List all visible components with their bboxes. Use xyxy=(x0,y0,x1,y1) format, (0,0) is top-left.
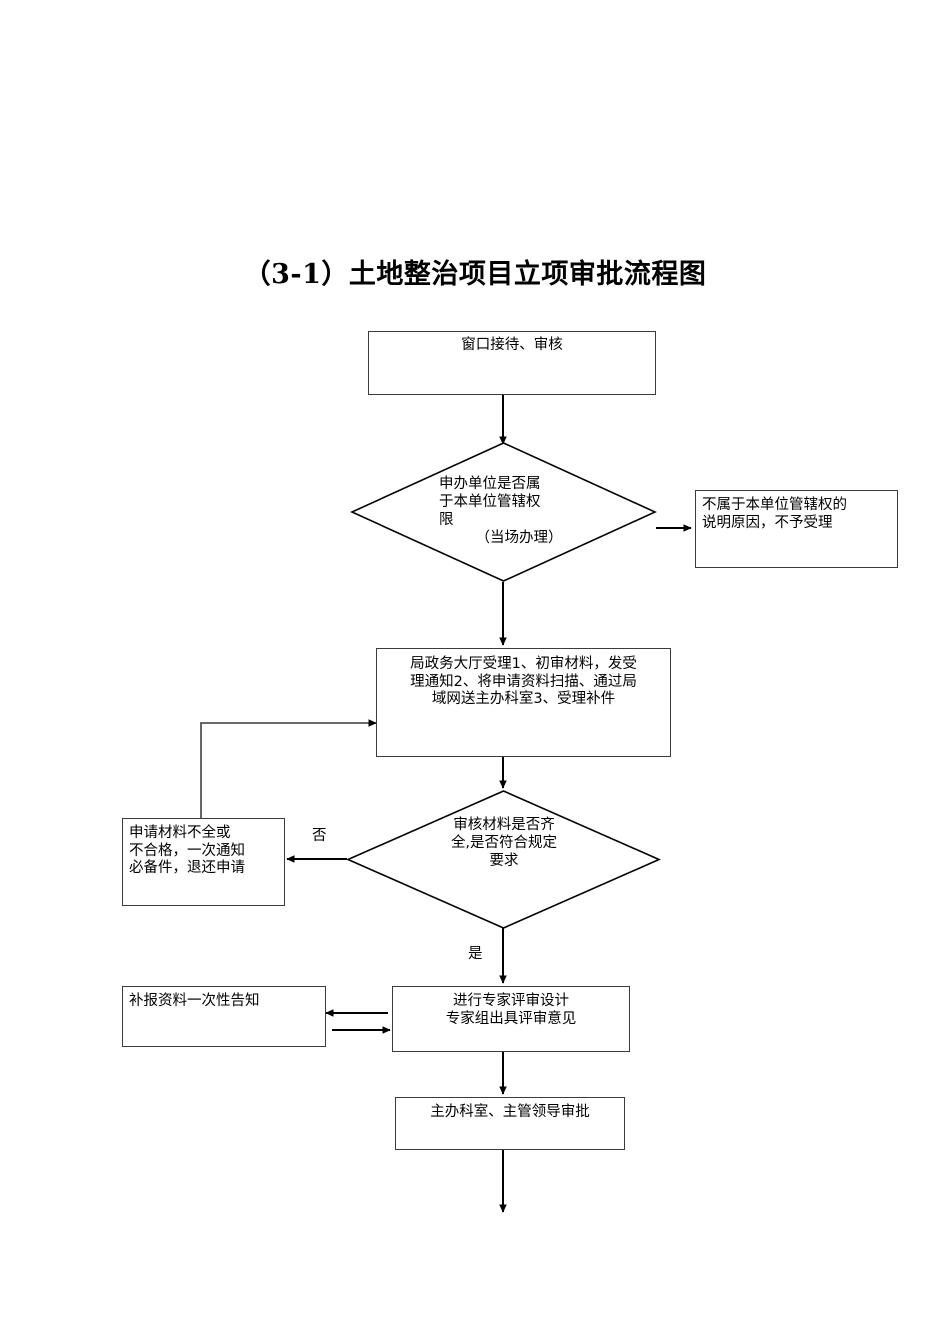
node-expert-review[interactable]: 进行专家评审设计 专家组出具评审意见 xyxy=(392,986,630,1052)
node-incomplete-materials[interactable]: 申请材料不全或 不合格，一次通知 必备件，退还申请 xyxy=(122,818,285,906)
node-department-approval-label: 主办科室、主管领导审批 xyxy=(430,1104,590,1120)
node-window-reception-label: 窗口接待、审核 xyxy=(461,337,563,353)
diamond-shape xyxy=(350,442,657,582)
edge-label-yes: 是 xyxy=(468,946,483,962)
node-supplement-notice[interactable]: 补报资料一次性告知 xyxy=(122,986,326,1047)
node-service-hall-acceptance[interactable]: 局政务大厅受理1、初审材料，发受 理通知2、将申请资料扫描、通过局 域网送主办科… xyxy=(376,648,671,757)
node-service-hall-acceptance-label: 局政务大厅受理1、初审材料，发受 理通知2、将申请资料扫描、通过局 域网送主办科… xyxy=(410,656,637,708)
node-material-check-decision-label: 审核材料是否齐 全,是否符合规定 要求 xyxy=(450,817,558,869)
node-jurisdiction-decision[interactable]: 申办单位是否属 于本单位管辖权 限 （当场办理） xyxy=(350,442,657,582)
node-not-in-jurisdiction[interactable]: 不属于本单位管辖权的 说明原因，不予受理 xyxy=(695,490,898,568)
node-not-in-jurisdiction-label: 不属于本单位管辖权的 说明原因，不予受理 xyxy=(702,497,847,531)
node-window-reception[interactable]: 窗口接待、审核 xyxy=(368,331,656,395)
node-jurisdiction-decision-label: 申办单位是否属 于本单位管辖权 限 xyxy=(439,476,541,528)
node-material-check-decision[interactable]: 审核材料是否齐 全,是否符合规定 要求 xyxy=(346,790,661,929)
node-jurisdiction-decision-note: （当场办理） xyxy=(475,530,563,546)
node-expert-review-label: 进行专家评审设计 专家组出具评审意见 xyxy=(445,993,577,1027)
node-department-approval[interactable]: 主办科室、主管领导审批 xyxy=(395,1097,625,1150)
page-title: （3-1）土地整治项目立项审批流程图 xyxy=(243,259,707,290)
edge-label-no: 否 xyxy=(312,828,327,844)
node-incomplete-materials-label: 申请材料不全或 不合格，一次通知 必备件，退还申请 xyxy=(129,825,245,877)
diamond-shape xyxy=(346,790,661,929)
node-supplement-notice-label: 补报资料一次性告知 xyxy=(129,993,260,1009)
